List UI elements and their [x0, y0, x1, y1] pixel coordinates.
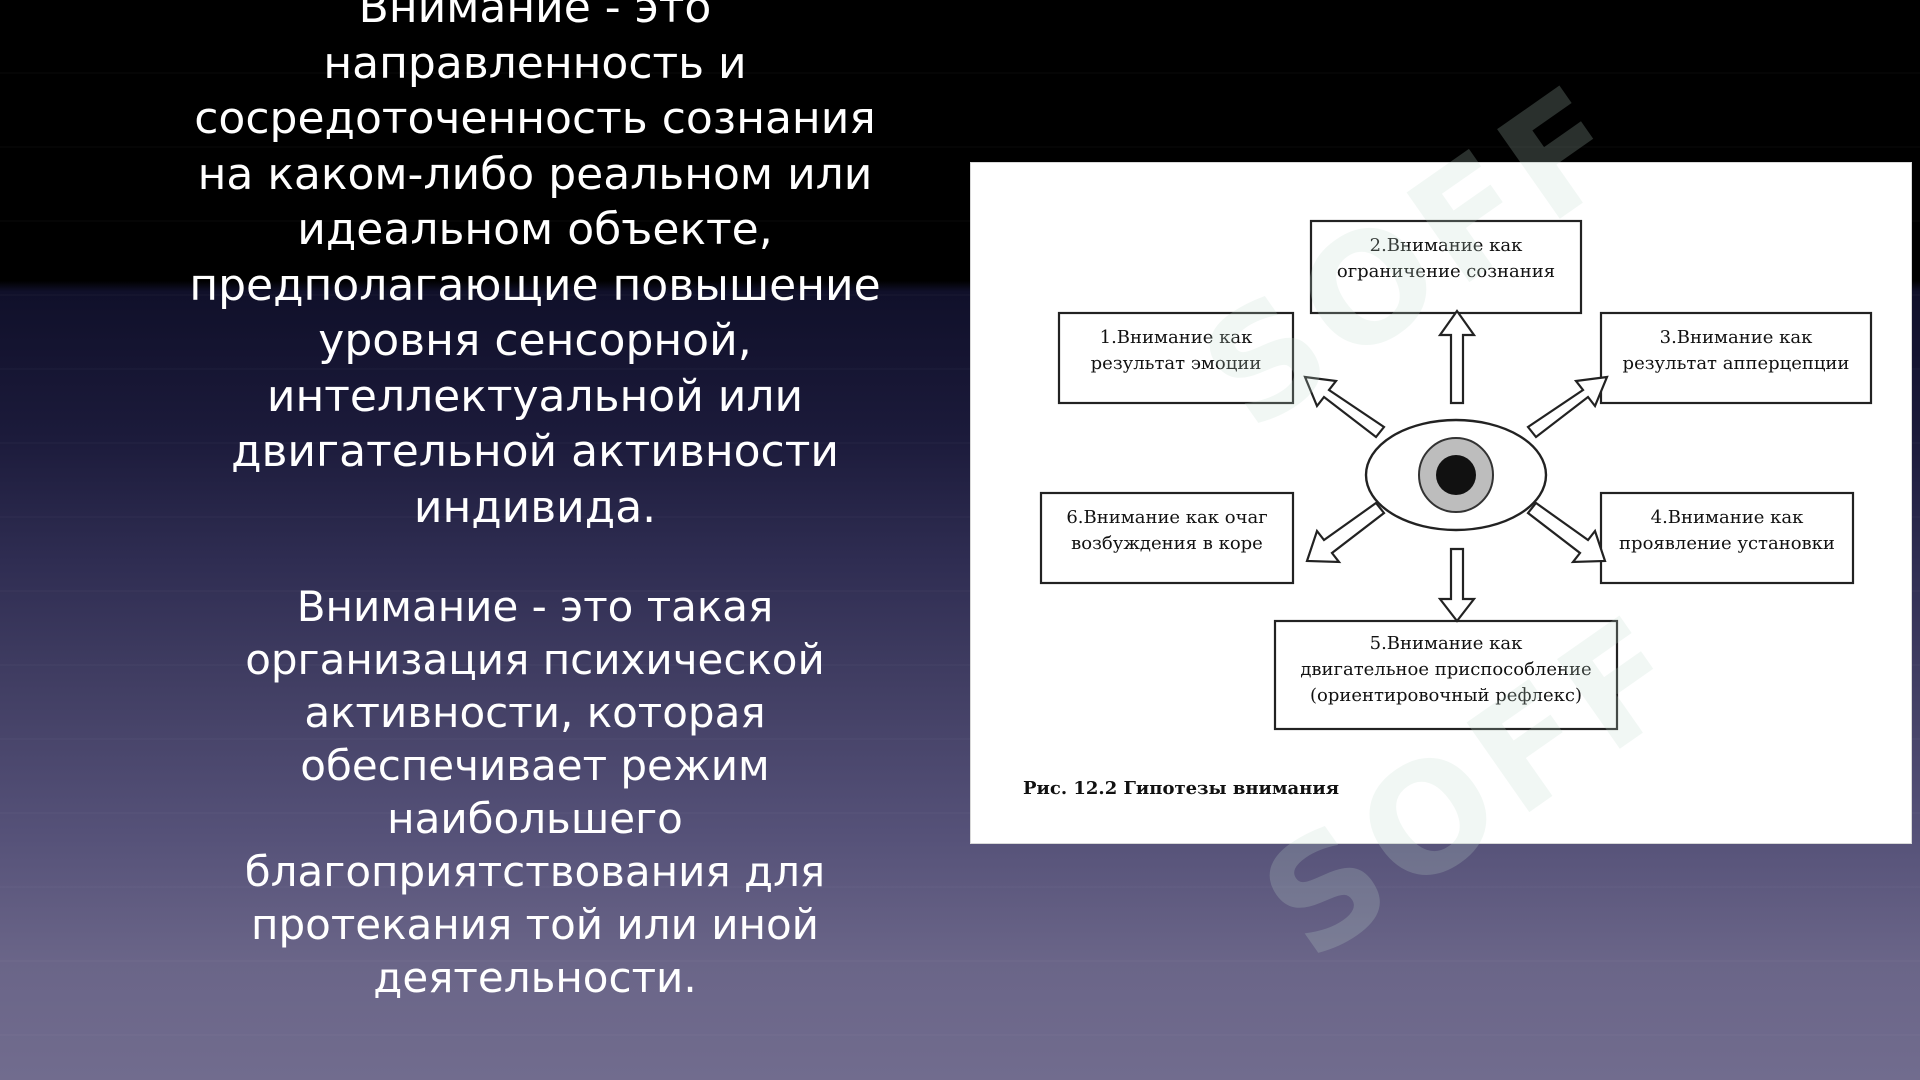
definition-paragraph-2: Внимание - это такая организация психиче…: [150, 580, 920, 1004]
box-5-line-1: 5.Внимание как: [1370, 633, 1523, 654]
box-4-line-1: 4.Внимание как: [1651, 507, 1804, 528]
box-1-line-1: 1.Внимание как: [1100, 327, 1253, 348]
box-3: [1599, 311, 1873, 405]
box-3-line-1: 3.Внимание как: [1660, 327, 1813, 348]
arrow-down-right: [1526, 501, 1607, 564]
arrow-down-left: [1305, 501, 1386, 564]
attention-diagram: 2.Внимание как ограничение сознания 1.Вн…: [1023, 219, 1873, 799]
box-2-line-1: 2.Внимание как: [1370, 235, 1523, 256]
box-6-line-1: 6.Внимание как очаг: [1066, 507, 1267, 528]
attention-hypotheses-figure: 2.Внимание как ограничение сознания 1.Вн…: [970, 162, 1912, 844]
arrow-up-left: [1303, 375, 1386, 439]
box-5-line-2: двигательное приспособление: [1300, 659, 1591, 680]
box-6-line-2: возбуждения в коре: [1071, 533, 1263, 554]
box-4-line-2: проявление установки: [1619, 533, 1835, 554]
figure-caption: Рис. 12.2 Гипотезы внимания: [1023, 778, 1339, 799]
arrow-up: [1437, 309, 1477, 405]
box-2: [1309, 219, 1583, 315]
eye-pupil: [1436, 455, 1476, 495]
paragraph-2-text: Внимание - это такая организация психиче…: [244, 582, 826, 1002]
box-4: [1599, 491, 1855, 585]
box-1-line-2: результат эмоции: [1091, 353, 1262, 374]
box-3-line-2: результат апперцепции: [1623, 353, 1850, 374]
box-5-line-3: (ориентировочный рефлекс): [1310, 685, 1582, 706]
box-2-line-2: ограничение сознания: [1337, 261, 1555, 282]
arrow-down: [1437, 547, 1477, 623]
arrow-up-right: [1526, 375, 1609, 439]
paragraph-1-text: Внимание - это направленность и сосредот…: [189, 0, 881, 533]
definition-paragraph-1: Внимание - это направленность и сосредот…: [150, 0, 920, 535]
box-1: [1057, 311, 1295, 405]
box-6: [1039, 491, 1295, 585]
box-5: [1273, 619, 1619, 731]
